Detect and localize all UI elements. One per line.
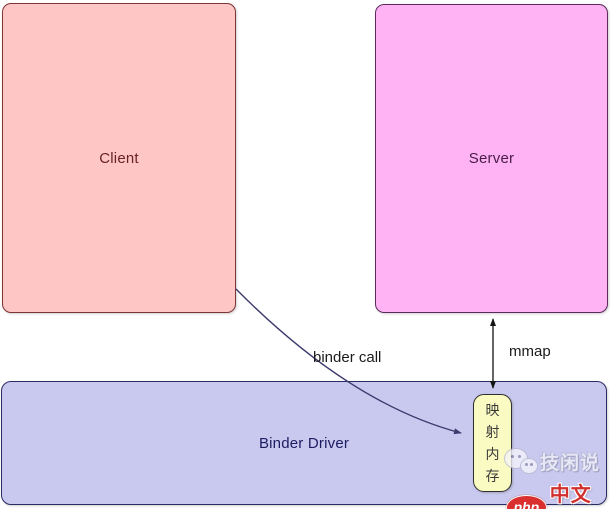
wechat-watermark: 技闲说 [504, 446, 600, 477]
client-box: Client [2, 3, 236, 313]
php-cn-logo: php 中文网 [506, 478, 608, 509]
wechat-account-name: 技闲说 [540, 453, 601, 474]
binder-driver-label: Binder Driver [258, 434, 350, 452]
client-label: Client [99, 149, 139, 167]
mapped-memory-box: 映 射 内 存 [473, 394, 512, 492]
site-name: 中文网 [549, 484, 592, 506]
server-label: Server [468, 150, 515, 167]
mapped-memory-char: 射 [485, 423, 500, 440]
binder-call-label: binder call [313, 349, 382, 366]
php-logo-badge: php [506, 494, 547, 509]
mmap-label: mmap [509, 343, 551, 360]
mapped-memory-char: 内 [485, 445, 500, 462]
mapped-memory-char: 存 [485, 467, 500, 484]
server-box: Server [375, 4, 608, 313]
mapped-memory-char: 映 [485, 401, 500, 418]
wechat-icon [504, 446, 540, 477]
wechat-bubble-small [520, 458, 538, 474]
watermark: 技闲说 php 中文网 [504, 446, 608, 509]
